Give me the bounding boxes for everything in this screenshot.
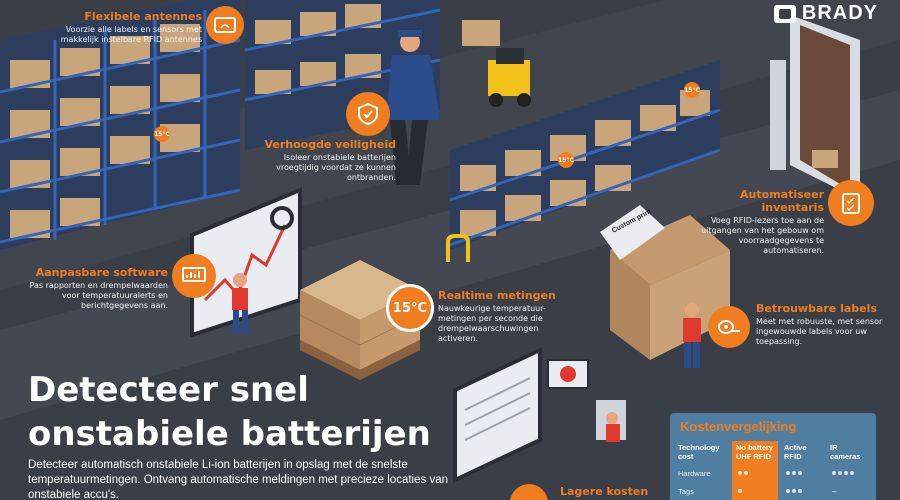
- headline-line-2: onstabiele batterijen: [28, 414, 431, 454]
- headline-line-1: Detecteer snel: [28, 370, 309, 410]
- callout-title: Verhoogde veiligheid: [264, 138, 396, 151]
- shelf-temp-tag: 15°C: [154, 126, 170, 142]
- callout-antennas: Flexibele antennes Voorzie alle labels e…: [50, 10, 202, 45]
- forklift: [462, 20, 531, 107]
- worker-walking: [386, 30, 440, 185]
- callout-title: Betrouwbare labels: [756, 302, 877, 315]
- page-description: Detecteer automatisch onstabiele Li-ion …: [28, 459, 448, 500]
- callout-title: Lagere kosten: [560, 485, 649, 498]
- callout-text: Voeg RFID-lezers toe aan de uitgangen va…: [701, 216, 824, 256]
- brady-logo: BRADY: [773, 2, 878, 25]
- monitor-chart-icon: [172, 254, 216, 298]
- callout-title: Flexibele antennes: [84, 10, 202, 23]
- cost-column-header: IR cameras: [830, 443, 861, 461]
- shelf-temp-tag: 15°C: [558, 152, 574, 168]
- thermometer-icon: 15°C: [386, 284, 434, 332]
- cost-row-label: Tags: [678, 487, 694, 496]
- cost-dash: –: [832, 487, 837, 496]
- clipboard-check-icon: [828, 180, 874, 226]
- cost-comparison-card: Kostenvergelijking Technology cost No ba…: [670, 413, 876, 500]
- shelf-temp-tag: 15°C: [684, 82, 700, 98]
- callout-title: Realtime metingen: [438, 289, 556, 302]
- callout-title: Automatiseer inventaris: [740, 188, 824, 215]
- shield-check-icon: [346, 92, 390, 136]
- cost-row-label: Hardware: [678, 469, 711, 478]
- callout-inventory: Automatiseer inventaris Voeg RFID-lezers…: [680, 188, 824, 256]
- cost-column-header: Active RFID: [784, 443, 807, 461]
- cost-card-title: Kostenvergelijking: [680, 419, 797, 434]
- callout-title: Aanpasbare software: [35, 266, 168, 279]
- callout-labels: Betrouwbare labels Meet met robuuste, me…: [756, 302, 888, 347]
- worker-labels: [683, 303, 701, 368]
- callout-software: Aanpasbare software Pas rapporten en dre…: [26, 266, 168, 311]
- brady-logo-text: BRADY: [801, 2, 878, 24]
- rfid-gate: [770, 15, 860, 200]
- callout-text: Voorzie alle labels en sensors met makke…: [60, 25, 202, 45]
- coins-icon: [510, 484, 548, 500]
- label-roll-icon: [708, 306, 750, 348]
- callout-safety: Verhoogde veiligheid Isoleer onstabiele …: [262, 138, 396, 183]
- rfid-antenna-icon: [206, 6, 244, 44]
- worker-tablet: [232, 273, 248, 334]
- callout-text: Pas rapporten en drempelwaarden voor tem…: [29, 281, 168, 311]
- callout-text: Nauwkeurige temperatuur-metingen per sec…: [438, 304, 546, 344]
- cost-column-header: No battery UHF RFID: [736, 443, 774, 461]
- cost-header-label: Technology cost: [678, 443, 720, 461]
- callout-text: Isoleer onstabiele batterijen vroegtijdi…: [276, 153, 396, 183]
- laptop-workstation: [453, 346, 626, 484]
- temperature-badge-value: 15°C: [392, 300, 428, 316]
- callout-realtime: Realtime metingen Nauwkeurige temperatuu…: [438, 289, 566, 344]
- brady-logo-icon: [773, 4, 796, 23]
- callout-text: Meet met robuuste, met sensor ingewouwde…: [756, 317, 883, 347]
- left-shelving: [0, 0, 241, 250]
- cost-indicators: [738, 471, 854, 493]
- page-title: Detecteer snel onstabiele batterijen: [28, 368, 431, 456]
- callout-costs: Lagere kosten: [560, 485, 660, 498]
